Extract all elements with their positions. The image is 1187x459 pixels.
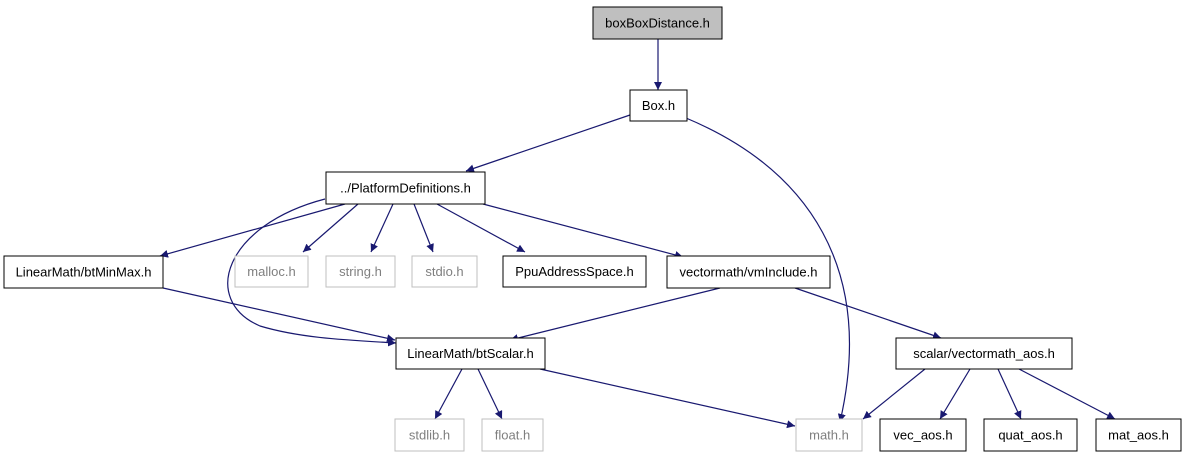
edge-platform-to-stdio [413,203,434,253]
node-btminmax-h[interactable]: LinearMath/btMinMax.h [3,255,164,289]
node-label: vectormath/vmInclude.h [679,265,817,280]
node-label: float.h [495,428,530,443]
edge-vecaos-to-math [862,368,926,420]
node-string-h[interactable]: string.h [325,255,396,288]
edge-vecaos-to-vec-aos [939,368,971,420]
edge-platform-to-btscalar [227,198,397,347]
node-stdlib-h[interactable]: stdlib.h [394,418,465,452]
node-malloc-h[interactable]: malloc.h [234,255,309,288]
edge-platform-to-btminmax [159,203,346,258]
node-label: stdlib.h [409,428,450,443]
node-ppuaddressspace-h[interactable]: PpuAddressSpace.h [502,255,647,288]
edge-vminclude-to-vecaos [794,287,942,340]
edge-btscalar-to-float [477,368,503,420]
node-label: Box.h [642,98,675,113]
node-btscalar-h[interactable]: LinearMath/btScalar.h [395,337,546,370]
edge-platform-to-string [370,203,394,253]
edge-platform-to-malloc [302,203,359,253]
edge-vecaos-to-quat-aos [997,368,1022,420]
node-label: quat_aos.h [998,428,1062,443]
node-vminclude-h[interactable]: vectormath/vmInclude.h [666,255,831,289]
node-label: string.h [339,264,382,279]
node-boxboxdistance-h[interactable]: boxBoxDistance.h [592,6,723,40]
edges [159,39,1116,429]
node-vectormath-aos-h[interactable]: scalar/vectormath_aos.h [895,337,1073,370]
node-vec-aos-h[interactable]: vec_aos.h [879,418,967,452]
node-label: ../PlatformDefinitions.h [340,181,471,196]
node-label: PpuAddressSpace.h [515,264,634,279]
node-math-h[interactable]: math.h [795,418,863,452]
edge-vminclude-to-btscalar [509,287,721,342]
node-stdio-h[interactable]: stdio.h [411,255,478,288]
edge-box-to-math [685,117,850,423]
edge-btscalar-to-math [539,368,796,429]
node-label: stdio.h [425,264,463,279]
edge-btscalar-to-stdlib [434,368,463,420]
node-float-h[interactable]: float.h [481,418,544,452]
node-label: boxBoxDistance.h [605,16,710,31]
node-label: malloc.h [247,264,295,279]
edge-platform-to-ppu [436,203,526,253]
edge-platform-to-vminclude [482,203,684,259]
edge-btminmax-to-btscalar [162,287,396,343]
node-platformdefinitions-h[interactable]: ../PlatformDefinitions.h [325,171,486,205]
node-label: LinearMath/btScalar.h [407,346,533,361]
edge-box-to-platform [465,114,631,173]
node-label: vec_aos.h [893,428,952,443]
node-label: LinearMath/btMinMax.h [16,265,152,280]
node-quat-aos-h[interactable]: quat_aos.h [983,418,1078,452]
edge-vecaos-to-mat-aos [1018,368,1116,420]
node-label: scalar/vectormath_aos.h [913,346,1055,361]
node-mat-aos-h[interactable]: mat_aos.h [1095,418,1182,452]
node-label: math.h [809,428,849,443]
node-box-h[interactable]: Box.h [629,89,688,122]
node-label: mat_aos.h [1108,428,1169,443]
